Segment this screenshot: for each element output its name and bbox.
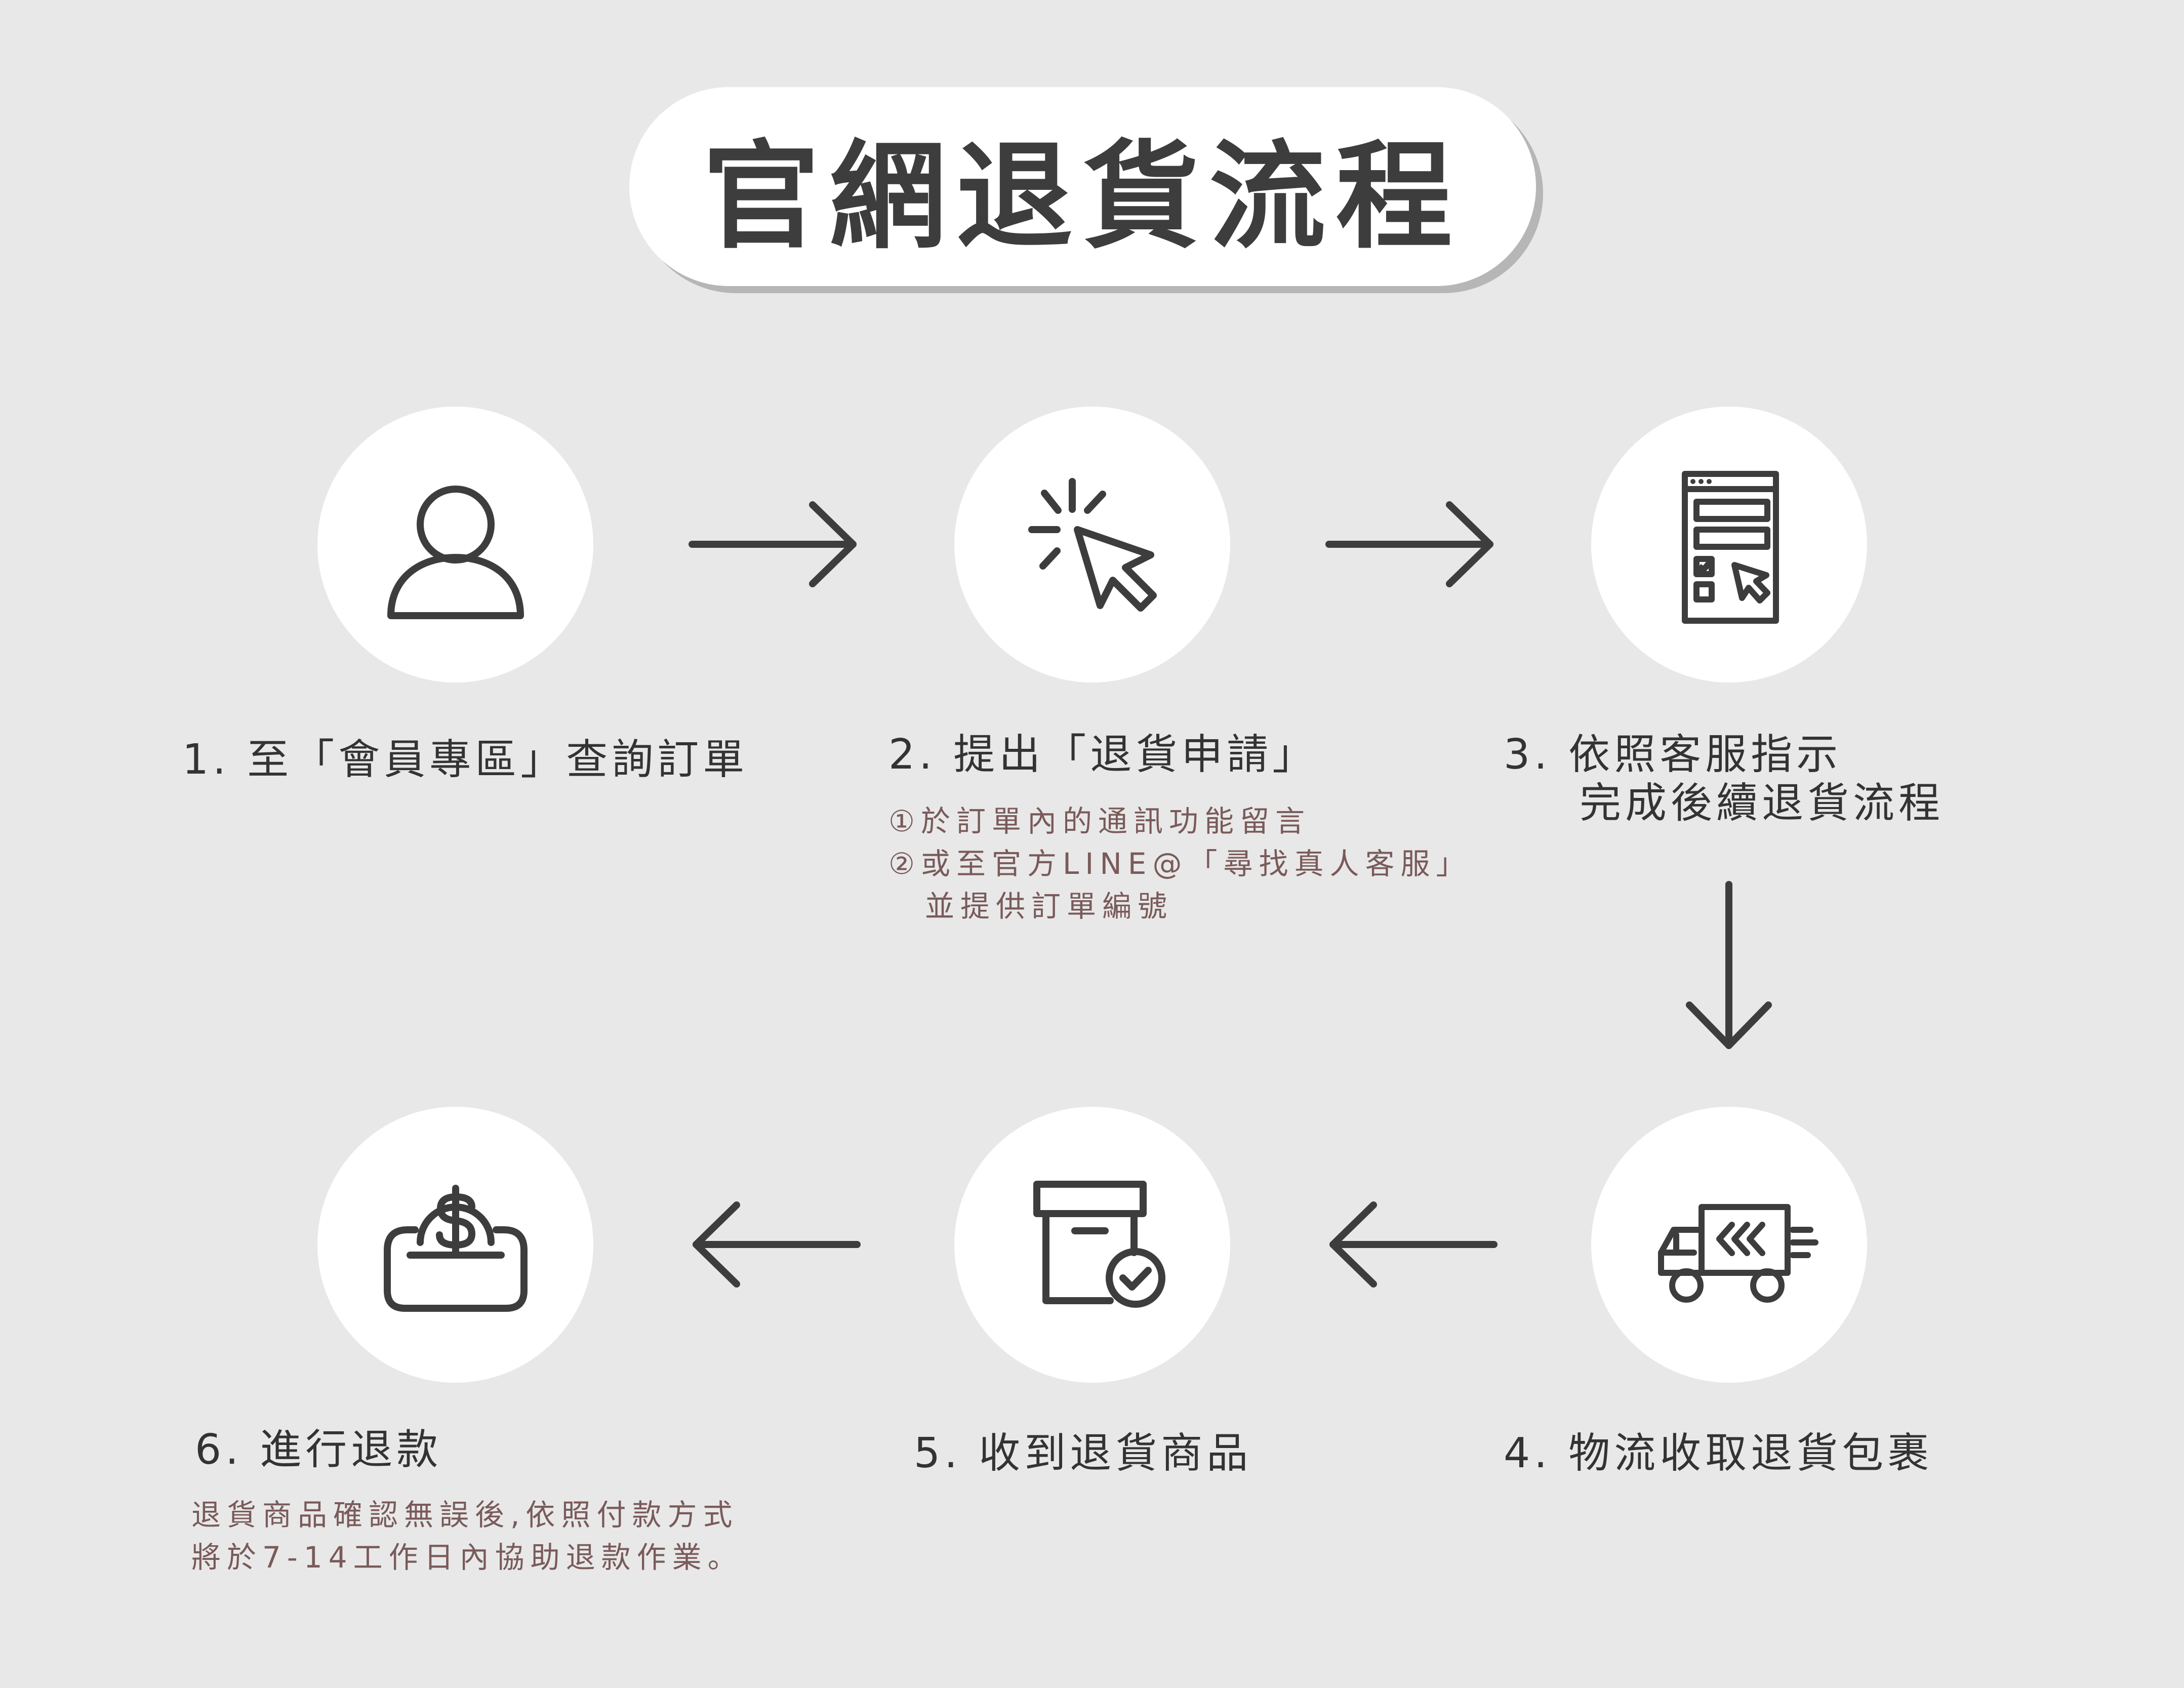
step1-label: 1. 至「會員專區」查詢訂單: [182, 736, 749, 784]
title-pill: 官網退貨流程: [629, 87, 1536, 286]
step2-note-line2: ②或至官方LINE@「尋找真人客服」: [888, 847, 1472, 881]
step6-note: 退貨商品確認無誤後,依照付款方式 將於7-14工作日內協助退款作業。: [191, 1494, 743, 1579]
step2-circle: [954, 407, 1230, 682]
step6-note-line2: 將於7-14工作日內協助退款作業。: [191, 1540, 743, 1575]
box-check-icon: [1033, 1180, 1165, 1308]
page-title: 官網退貨流程: [703, 130, 1463, 265]
user-icon: [387, 485, 524, 619]
arrow-left-2: [693, 1201, 861, 1288]
step6-label: 6. 進行退款: [195, 1426, 442, 1474]
arrow-right-2: [1325, 501, 1493, 587]
refund-coin-icon: [383, 1184, 528, 1312]
step6-circle: [317, 1107, 593, 1383]
step3-label-line2: 完成後續退貨流程: [1580, 779, 1945, 827]
step2-label: 2. 提出「退貨申請」: [888, 731, 1318, 779]
click-cursor-icon: [1028, 477, 1157, 612]
step5-label: 5. 收到退貨商品: [914, 1429, 1252, 1477]
arrow-left-1: [1329, 1201, 1498, 1288]
arrow-right-1: [689, 501, 857, 587]
step5-circle: [954, 1107, 1230, 1383]
step4-label: 4. 物流收取退貨包裹: [1504, 1429, 1933, 1477]
step3-label-line1: 3. 依照客服指示: [1504, 731, 1842, 779]
step3-circle: [1591, 407, 1867, 682]
step4-circle: [1591, 1107, 1867, 1383]
step6-note-line1: 退貨商品確認無誤後,依照付款方式: [191, 1498, 739, 1532]
delivery-truck-icon: [1657, 1203, 1818, 1303]
online-form-icon: [1681, 470, 1779, 624]
step2-note: ①於訂單內的通訊功能留言 ②或至官方LINE@「尋找真人客服」 並提供訂單編號: [888, 800, 1471, 928]
arrow-down: [1686, 881, 1772, 1049]
step1-circle: [317, 407, 593, 682]
step2-note-line1: ①於訂單內的通訊功能留言: [888, 804, 1311, 838]
step2-note-line3: 並提供訂單編號: [925, 889, 1174, 923]
